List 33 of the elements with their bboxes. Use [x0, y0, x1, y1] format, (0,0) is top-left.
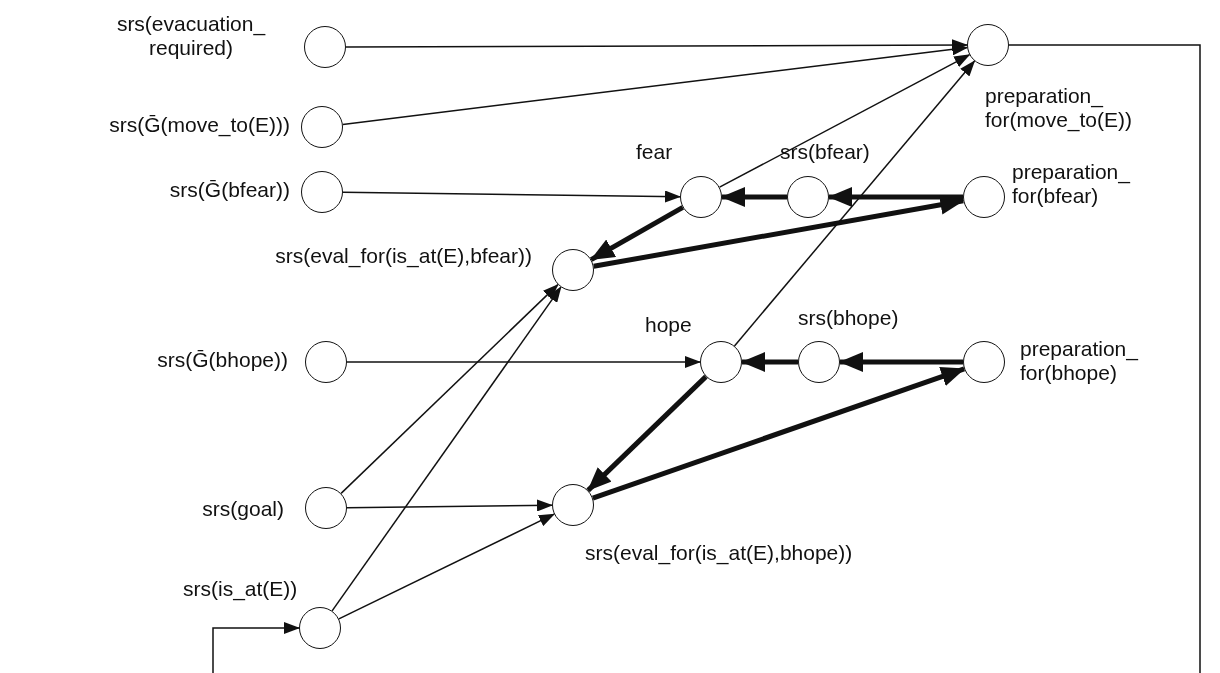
connector-line [1008, 44, 1201, 673]
arrow [718, 54, 971, 188]
thick-arrow [589, 205, 685, 262]
thick-arrow [741, 352, 798, 372]
arrow [346, 499, 553, 512]
arrow [733, 60, 976, 347]
thick-arrow [839, 352, 963, 372]
state-label: fear [636, 140, 674, 164]
thick-arrow [586, 374, 708, 493]
state-label: srs(Ḡ(bfear)) [168, 178, 290, 202]
arrow [342, 190, 681, 203]
state-label: srs(eval_for(is_at(E),bfear)) [274, 244, 532, 268]
state-label: hope [645, 313, 693, 337]
arrow [331, 286, 562, 612]
thick-arrow [721, 187, 787, 207]
arrow [342, 43, 969, 126]
thick-arrow [591, 366, 966, 501]
state-label: preparation_ for(move_to(E)) [985, 84, 1134, 132]
state-label: srs(bhope) [798, 306, 900, 330]
state-label: srs(Ḡ(move_to(E))) [108, 113, 290, 137]
thick-arrow [828, 187, 963, 207]
state-label: srs(evacuation_ required) [115, 12, 267, 60]
arrow [212, 622, 300, 673]
arrow [338, 513, 555, 620]
state-label: srs(eval_for(is_at(E),bhope)) [585, 541, 854, 565]
state-label: srs(Ḡ(bhope)) [156, 348, 288, 372]
state-label: srs(is_at(E)) [183, 577, 299, 601]
state-label: preparation_ for(bfear) [1012, 160, 1132, 208]
arrow [340, 283, 559, 495]
state-label: srs(goal) [201, 497, 284, 521]
state-label: srs(bfear) [780, 140, 871, 164]
arrow [346, 356, 701, 368]
state-label: preparation_ for(bhope) [1020, 337, 1140, 385]
